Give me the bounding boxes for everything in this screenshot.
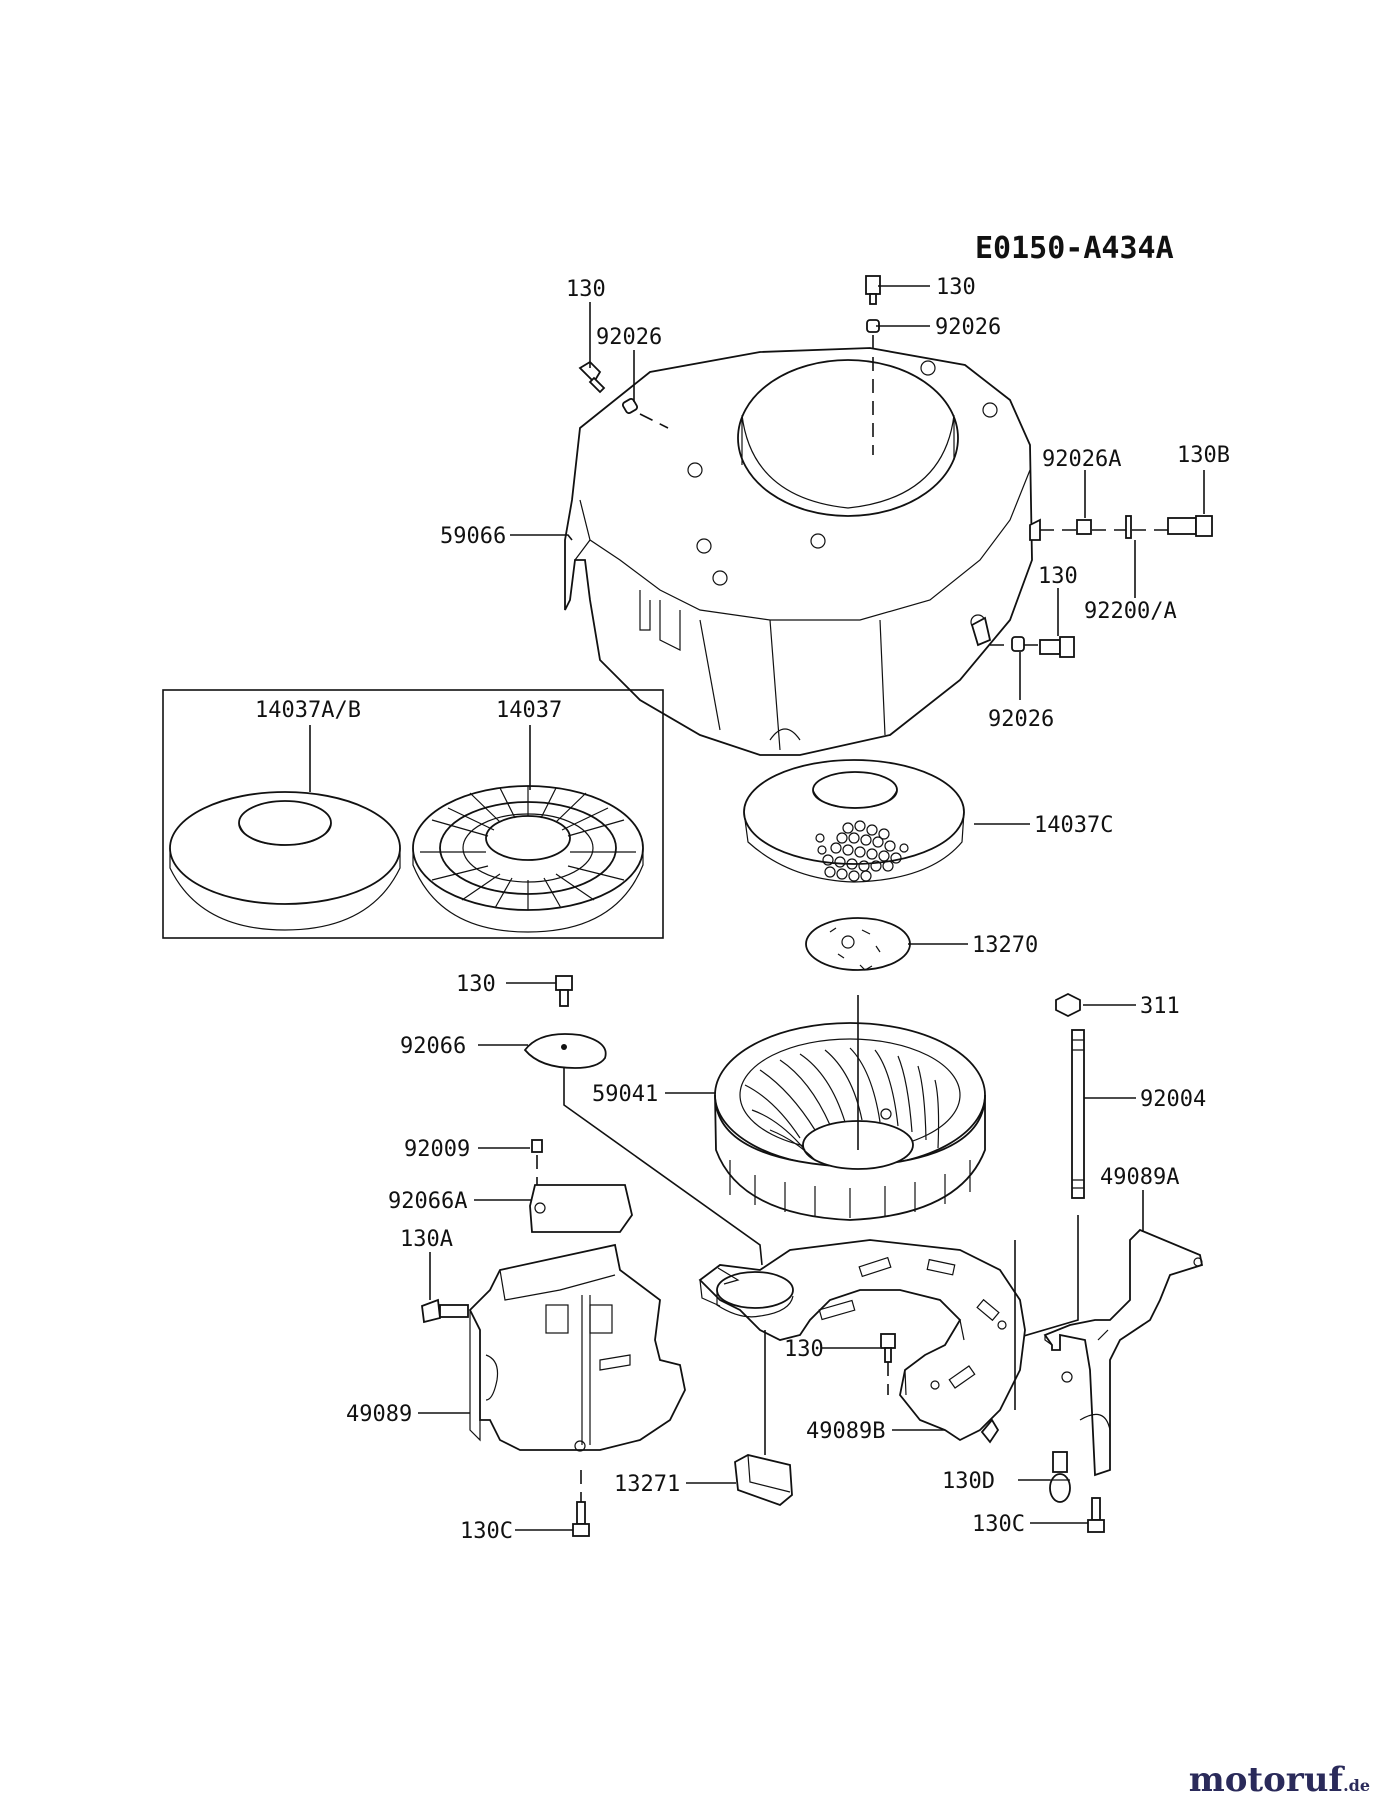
part-labels: 130 92026 130 92026 92026A 130B 59066 13… (255, 275, 1230, 1544)
shroud-59066 (564, 347, 1041, 756)
leader-lines (309, 285, 1205, 1531)
label-92026A: 92026A (1042, 447, 1121, 472)
label-13270: 13270 (972, 933, 1038, 958)
fan-59041 (714, 1022, 986, 1221)
label-92200A: 92200/A (1084, 599, 1177, 624)
label-130C-left: 130C (460, 1519, 513, 1544)
hardware-top (578, 275, 1213, 658)
label-92009: 92009 (404, 1137, 470, 1162)
washer-92066 (523, 975, 607, 1069)
label-130-low: 130 (784, 1337, 824, 1362)
bolt-130C-left (572, 1470, 590, 1537)
label-130-mid: 130 (456, 972, 496, 997)
baffle-49089 (421, 1243, 686, 1452)
leader-washer-base (563, 1068, 763, 1266)
label-311: 311 (1140, 994, 1180, 1019)
label-130-top: 130 (936, 275, 976, 300)
label-92026-right: 92026 (988, 707, 1054, 732)
label-14037AB: 14037A/B (255, 698, 361, 723)
watermark-text: motoruf (1188, 1760, 1344, 1800)
screen-14037C (743, 759, 965, 883)
label-130-left: 130 (566, 277, 606, 302)
watermark-suffix: .de (1343, 1776, 1370, 1795)
label-92004: 92004 (1140, 1087, 1206, 1112)
label-13271: 13271 (614, 1472, 680, 1497)
fan-blades (729, 1047, 971, 1218)
label-130-right: 130 (1038, 564, 1078, 589)
plate-92066A (529, 1139, 633, 1233)
label-49089B: 49089B (806, 1419, 885, 1444)
bolt-130D (1049, 1451, 1071, 1503)
label-59066: 59066 (440, 524, 506, 549)
screen-mesh-holes (815, 820, 909, 882)
label-49089: 49089 (346, 1402, 412, 1427)
label-92066: 92066 (400, 1034, 466, 1059)
label-59041: 59041 (592, 1082, 658, 1107)
label-130D: 130D (942, 1469, 995, 1494)
label-92026-top: 92026 (935, 315, 1001, 340)
label-92026-left: 92026 (596, 325, 662, 350)
bolt-130C-right (1087, 1497, 1105, 1533)
label-14037: 14037 (496, 698, 562, 723)
label-49089A: 49089A (1100, 1165, 1179, 1190)
label-130C-right: 130C (972, 1512, 1025, 1537)
label-92066A: 92066A (388, 1189, 467, 1214)
inset-box (162, 689, 664, 939)
label-130A: 130A (400, 1227, 453, 1252)
stud-92004 (1009, 992, 1085, 1341)
plate-13270 (805, 917, 911, 971)
baffle-49089A (1014, 1190, 1204, 1477)
watermark: motoruf.de (1189, 1760, 1370, 1800)
bolt-130-low (880, 1333, 896, 1395)
diagram-code: E0150-A434A (975, 231, 1174, 266)
bracket-13271 (734, 1330, 793, 1507)
base-49089B (698, 1239, 1026, 1444)
label-130B: 130B (1177, 443, 1230, 468)
label-14037C: 14037C (1034, 813, 1113, 838)
